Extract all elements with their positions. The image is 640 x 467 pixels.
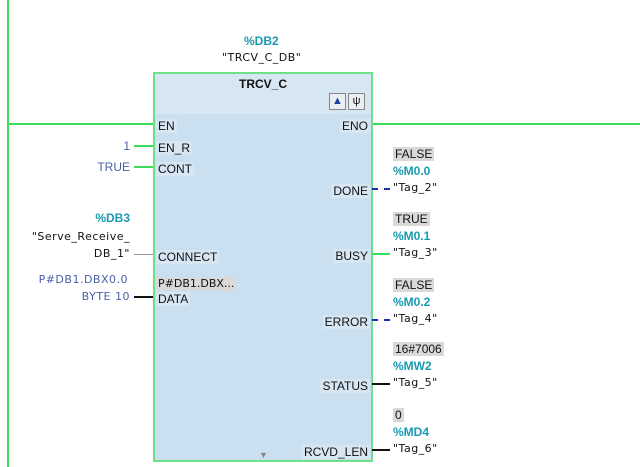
wire-status bbox=[372, 383, 390, 385]
pin-connect: CONNECT bbox=[156, 250, 220, 264]
wire-cont bbox=[134, 166, 153, 168]
rcvd-len-tag[interactable]: "Tag_6" bbox=[393, 442, 438, 455]
diagnostics-stethoscope-icon[interactable]: ψ bbox=[348, 93, 365, 110]
connect-address: %DB3 bbox=[95, 211, 130, 225]
pin-data: DATA bbox=[156, 292, 191, 306]
error-tag[interactable]: "Tag_4" bbox=[393, 312, 438, 325]
status-monitor-value: 16#7006 bbox=[393, 342, 444, 356]
pin-error: ERROR bbox=[322, 315, 370, 329]
rung-in bbox=[9, 123, 153, 125]
rung-out bbox=[371, 123, 640, 125]
block-title: TRCV_C bbox=[238, 77, 287, 91]
pin-status: STATUS bbox=[320, 379, 370, 393]
wire-connect bbox=[134, 254, 153, 255]
pin-cont: CONT bbox=[156, 162, 194, 176]
wire-en-r bbox=[134, 145, 153, 147]
pin-busy: BUSY bbox=[333, 249, 370, 263]
trcv-c-block[interactable]: TRCV_C ▲ ψ EN EN_R CONT CONNECT P#DB1.DB… bbox=[153, 72, 373, 462]
rcvd-len-monitor-value: 0 bbox=[393, 408, 404, 422]
instance-db-name[interactable]: "TRCV_C_DB" bbox=[222, 51, 302, 64]
pin-en-r: EN_R bbox=[156, 141, 193, 155]
busy-tag[interactable]: "Tag_3" bbox=[393, 246, 438, 259]
wire-data bbox=[134, 296, 153, 298]
status-tag[interactable]: "Tag_5" bbox=[393, 376, 438, 389]
done-address: %M0.0 bbox=[393, 164, 431, 178]
data-monitor-value: P#DB1.DBX... bbox=[156, 277, 237, 291]
pin-done: DONE bbox=[331, 184, 370, 198]
done-monitor-value: FALSE bbox=[393, 147, 435, 161]
status-address: %MW2 bbox=[393, 359, 432, 373]
busy-address: %M0.1 bbox=[393, 229, 431, 243]
pin-en: EN bbox=[156, 119, 177, 133]
power-rail bbox=[7, 0, 9, 467]
cont-value[interactable]: TRUE bbox=[97, 160, 130, 174]
error-monitor-value: FALSE bbox=[393, 278, 435, 292]
data-value-2[interactable]: BYTE 10 bbox=[81, 290, 130, 303]
expand-arrow-icon[interactable]: ▼ bbox=[259, 450, 268, 460]
wire-done bbox=[372, 188, 390, 190]
en-r-value[interactable]: 1 bbox=[123, 139, 130, 153]
online-monitor-icon[interactable]: ▲ bbox=[329, 93, 346, 110]
pin-rcvd-len: RCVD_LEN bbox=[301, 445, 370, 459]
done-tag[interactable]: "Tag_2" bbox=[393, 181, 438, 194]
wire-rcvd-len bbox=[372, 449, 390, 451]
pin-eno: ENO bbox=[339, 119, 370, 133]
busy-monitor-value: TRUE bbox=[393, 212, 430, 226]
wire-error bbox=[372, 319, 390, 321]
error-address: %M0.2 bbox=[393, 295, 431, 309]
instance-db-address: %DB2 bbox=[244, 34, 279, 48]
connect-name-2[interactable]: DB_1" bbox=[93, 247, 130, 260]
wire-busy bbox=[372, 253, 390, 255]
data-value-1[interactable]: P#DB1.DBX0.0 bbox=[38, 273, 128, 286]
connect-name-1[interactable]: "Serve_Receive_ bbox=[31, 230, 130, 243]
rcvd-len-address: %MD4 bbox=[393, 425, 430, 439]
